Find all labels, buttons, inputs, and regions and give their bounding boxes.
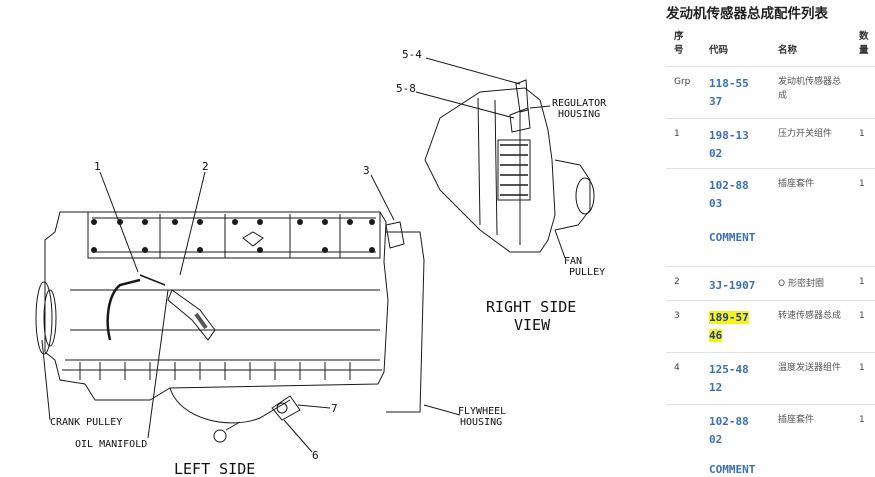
part-name: 转速传感器总成	[778, 311, 842, 321]
label-right-side: RIGHT SIDE	[486, 298, 576, 316]
part-name: 温度发送器组件	[778, 363, 842, 373]
part-qty: 1	[859, 311, 865, 321]
part-code-link[interactable]: 3J-1907	[709, 279, 756, 292]
part-qty: 1	[859, 179, 865, 189]
comment-link[interactable]: COMMENT	[709, 463, 756, 476]
part-name: O 形密封圈	[778, 279, 824, 289]
label-regulator: REGULATOR	[552, 98, 607, 109]
panel-title: 发动机传感器总成配件列表	[666, 6, 828, 22]
table-row: 102-8802 插座套件 1	[666, 404, 875, 455]
label-view: VIEW	[514, 316, 551, 334]
callout-5-8: 5-8	[396, 82, 416, 95]
header-code: 代码	[709, 45, 729, 56]
part-qty: 1	[859, 415, 865, 425]
part-name: 插座套件	[778, 415, 815, 425]
table-header: 序 号 代码 名称 数 量	[666, 26, 875, 64]
header-name: 名称	[778, 45, 798, 56]
callout-7: 7	[331, 402, 338, 415]
part-code-link[interactable]: 198-1302	[709, 129, 749, 160]
part-qty: 1	[859, 363, 865, 373]
label-flywheel: FLYWHEEL	[458, 406, 506, 417]
table-row: 102-8803 插座套件 1	[666, 168, 875, 221]
label-regulator-housing: HOUSING	[558, 109, 600, 120]
part-name: 插座套件	[778, 179, 815, 189]
table-row: 2 3J-1907 O 形密封圈 1	[666, 266, 875, 301]
row-number: 4	[674, 363, 680, 373]
engine-block-outline	[44, 211, 389, 401]
part-qty: 1	[859, 277, 865, 287]
table-row-highlighted: 3 189-5746 转速传感器总成 1	[666, 300, 875, 353]
callout-2: 2	[202, 160, 209, 173]
parts-list-panel: 发动机传感器总成配件列表 序 号 代码 名称 数 量 Grp 118-5537 …	[662, 0, 875, 477]
part-code-text: 189-5746	[709, 311, 749, 342]
part-code-link[interactable]: 102-8803	[709, 179, 749, 210]
comment-row: COMMENT	[666, 454, 875, 477]
callout-1: 1	[94, 160, 101, 173]
right-side-view-outline	[424, 87, 556, 253]
engine-sensor-diagram: 1 2 3 5-4 5-8 6 7 CRANK PULLEY OIL MANIF…	[35, 48, 607, 477]
part-name: 压力开关组件	[778, 129, 833, 139]
row-number: 1	[674, 129, 680, 139]
label-flywheel-housing: HOUSING	[460, 417, 502, 428]
part-code-link[interactable]: 125-4812	[709, 363, 749, 394]
header-no-1: 序	[674, 31, 684, 42]
table-row: 4 125-4812 温度发送器组件 1	[666, 352, 875, 405]
label-oil-manifold: OIL MANIFOLD	[75, 439, 147, 450]
part-code-link[interactable]: 118-5537	[709, 77, 749, 108]
table-row: Grp 118-5537 发动机传感器总成	[666, 66, 875, 119]
label-left-side: LEFT SIDE	[174, 460, 255, 477]
part-name: 发动机传感器总成	[778, 77, 842, 101]
callout-6: 6	[312, 449, 319, 462]
row-number: 2	[674, 277, 680, 287]
callout-3: 3	[363, 164, 370, 177]
label-pulley: PULLEY	[569, 267, 605, 278]
comment-link[interactable]: COMMENT	[709, 231, 756, 244]
callout-5-4: 5-4	[402, 48, 422, 61]
part-qty: 1	[859, 129, 865, 139]
part-code-link[interactable]: 102-8802	[709, 415, 749, 446]
row-number: Grp	[674, 77, 691, 87]
part-code-link-highlighted[interactable]: 189-5746	[709, 309, 749, 345]
table-row: 1 198-1302 压力开关组件 1	[666, 118, 875, 169]
label-crank-pulley: CRANK PULLEY	[50, 417, 122, 428]
header-qty-1: 数	[859, 31, 869, 42]
row-number: 3	[674, 311, 680, 321]
header-no-2: 号	[674, 45, 684, 56]
comment-row: COMMENT	[666, 220, 875, 264]
header-qty-2: 量	[859, 45, 869, 56]
label-fan: FAN	[564, 256, 582, 267]
